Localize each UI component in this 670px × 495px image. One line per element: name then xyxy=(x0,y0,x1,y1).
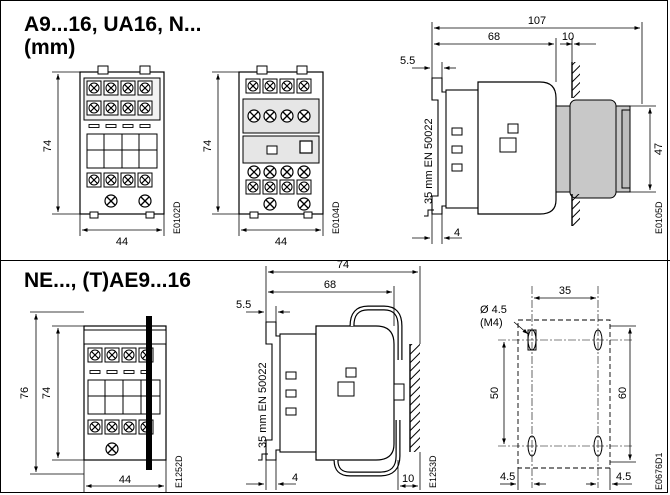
mounting-left-margin-label: 4.5 xyxy=(500,471,515,483)
side-bottom-gap-label: 10 xyxy=(402,473,414,485)
front-a-code: E0102D xyxy=(172,201,182,234)
top-title-line1: A9...16, UA16, N... xyxy=(24,13,202,36)
side-bottom-bottom-label: 4 xyxy=(292,472,298,484)
bottom-front-width-label: 44 xyxy=(119,474,131,486)
mounting-inner-height-label: 50 xyxy=(489,387,501,399)
front-b-code: E0104D xyxy=(331,201,341,234)
front-view-b xyxy=(212,65,324,236)
mounting-outer-height-label: 60 xyxy=(617,387,629,399)
side-bottom-code: E1253D xyxy=(428,455,438,488)
section-divider xyxy=(0,260,670,261)
side-top-overall-label: 107 xyxy=(528,15,546,27)
side-bottom-overall-label: 74 xyxy=(337,259,349,271)
side-top-height-label: 47 xyxy=(653,143,665,155)
front-b-height-label: 74 xyxy=(202,140,214,152)
bottom-front-height-label: 74 xyxy=(41,387,53,399)
side-bottom-body-label: 68 xyxy=(324,279,336,291)
mounting-layout xyxy=(498,286,636,490)
mounting-code: E0676D1 xyxy=(654,452,664,490)
mounting-right-margin-label: 4.5 xyxy=(616,471,631,483)
bottom-front-code: E1252D xyxy=(174,455,184,488)
side-top-rail-label: 35 mm EN 50022 xyxy=(423,118,435,204)
side-bottom-offset-label: 5.5 xyxy=(236,299,251,311)
side-view-top xyxy=(412,22,656,244)
side-bottom-rail-label: 35 mm EN 50022 xyxy=(257,362,269,448)
side-top-bottom-label: 4 xyxy=(454,227,460,239)
side-top-offset-label: 5.5 xyxy=(400,55,415,67)
mounting-width-label: 35 xyxy=(559,285,571,297)
side-view-bottom xyxy=(246,266,421,490)
mounting-screw-label: (M4) xyxy=(480,317,503,329)
front-view-a xyxy=(52,65,165,236)
bottom-title: NE..., (T)AE9...16 xyxy=(24,269,191,292)
bottom-front-outer-height-label: 76 xyxy=(19,387,31,399)
mounting-hole-label: Ø 4.5 xyxy=(480,304,507,316)
front-a-height-label: 74 xyxy=(42,140,54,152)
top-title-line2: (mm) xyxy=(24,36,76,59)
side-top-body-label: 68 xyxy=(488,31,500,43)
front-view-bottom xyxy=(30,311,167,492)
side-top-gap-label: 10 xyxy=(562,31,574,43)
front-a-width-label: 44 xyxy=(116,236,128,248)
front-b-width-label: 44 xyxy=(275,236,287,248)
side-top-code: E0105D xyxy=(654,201,664,234)
